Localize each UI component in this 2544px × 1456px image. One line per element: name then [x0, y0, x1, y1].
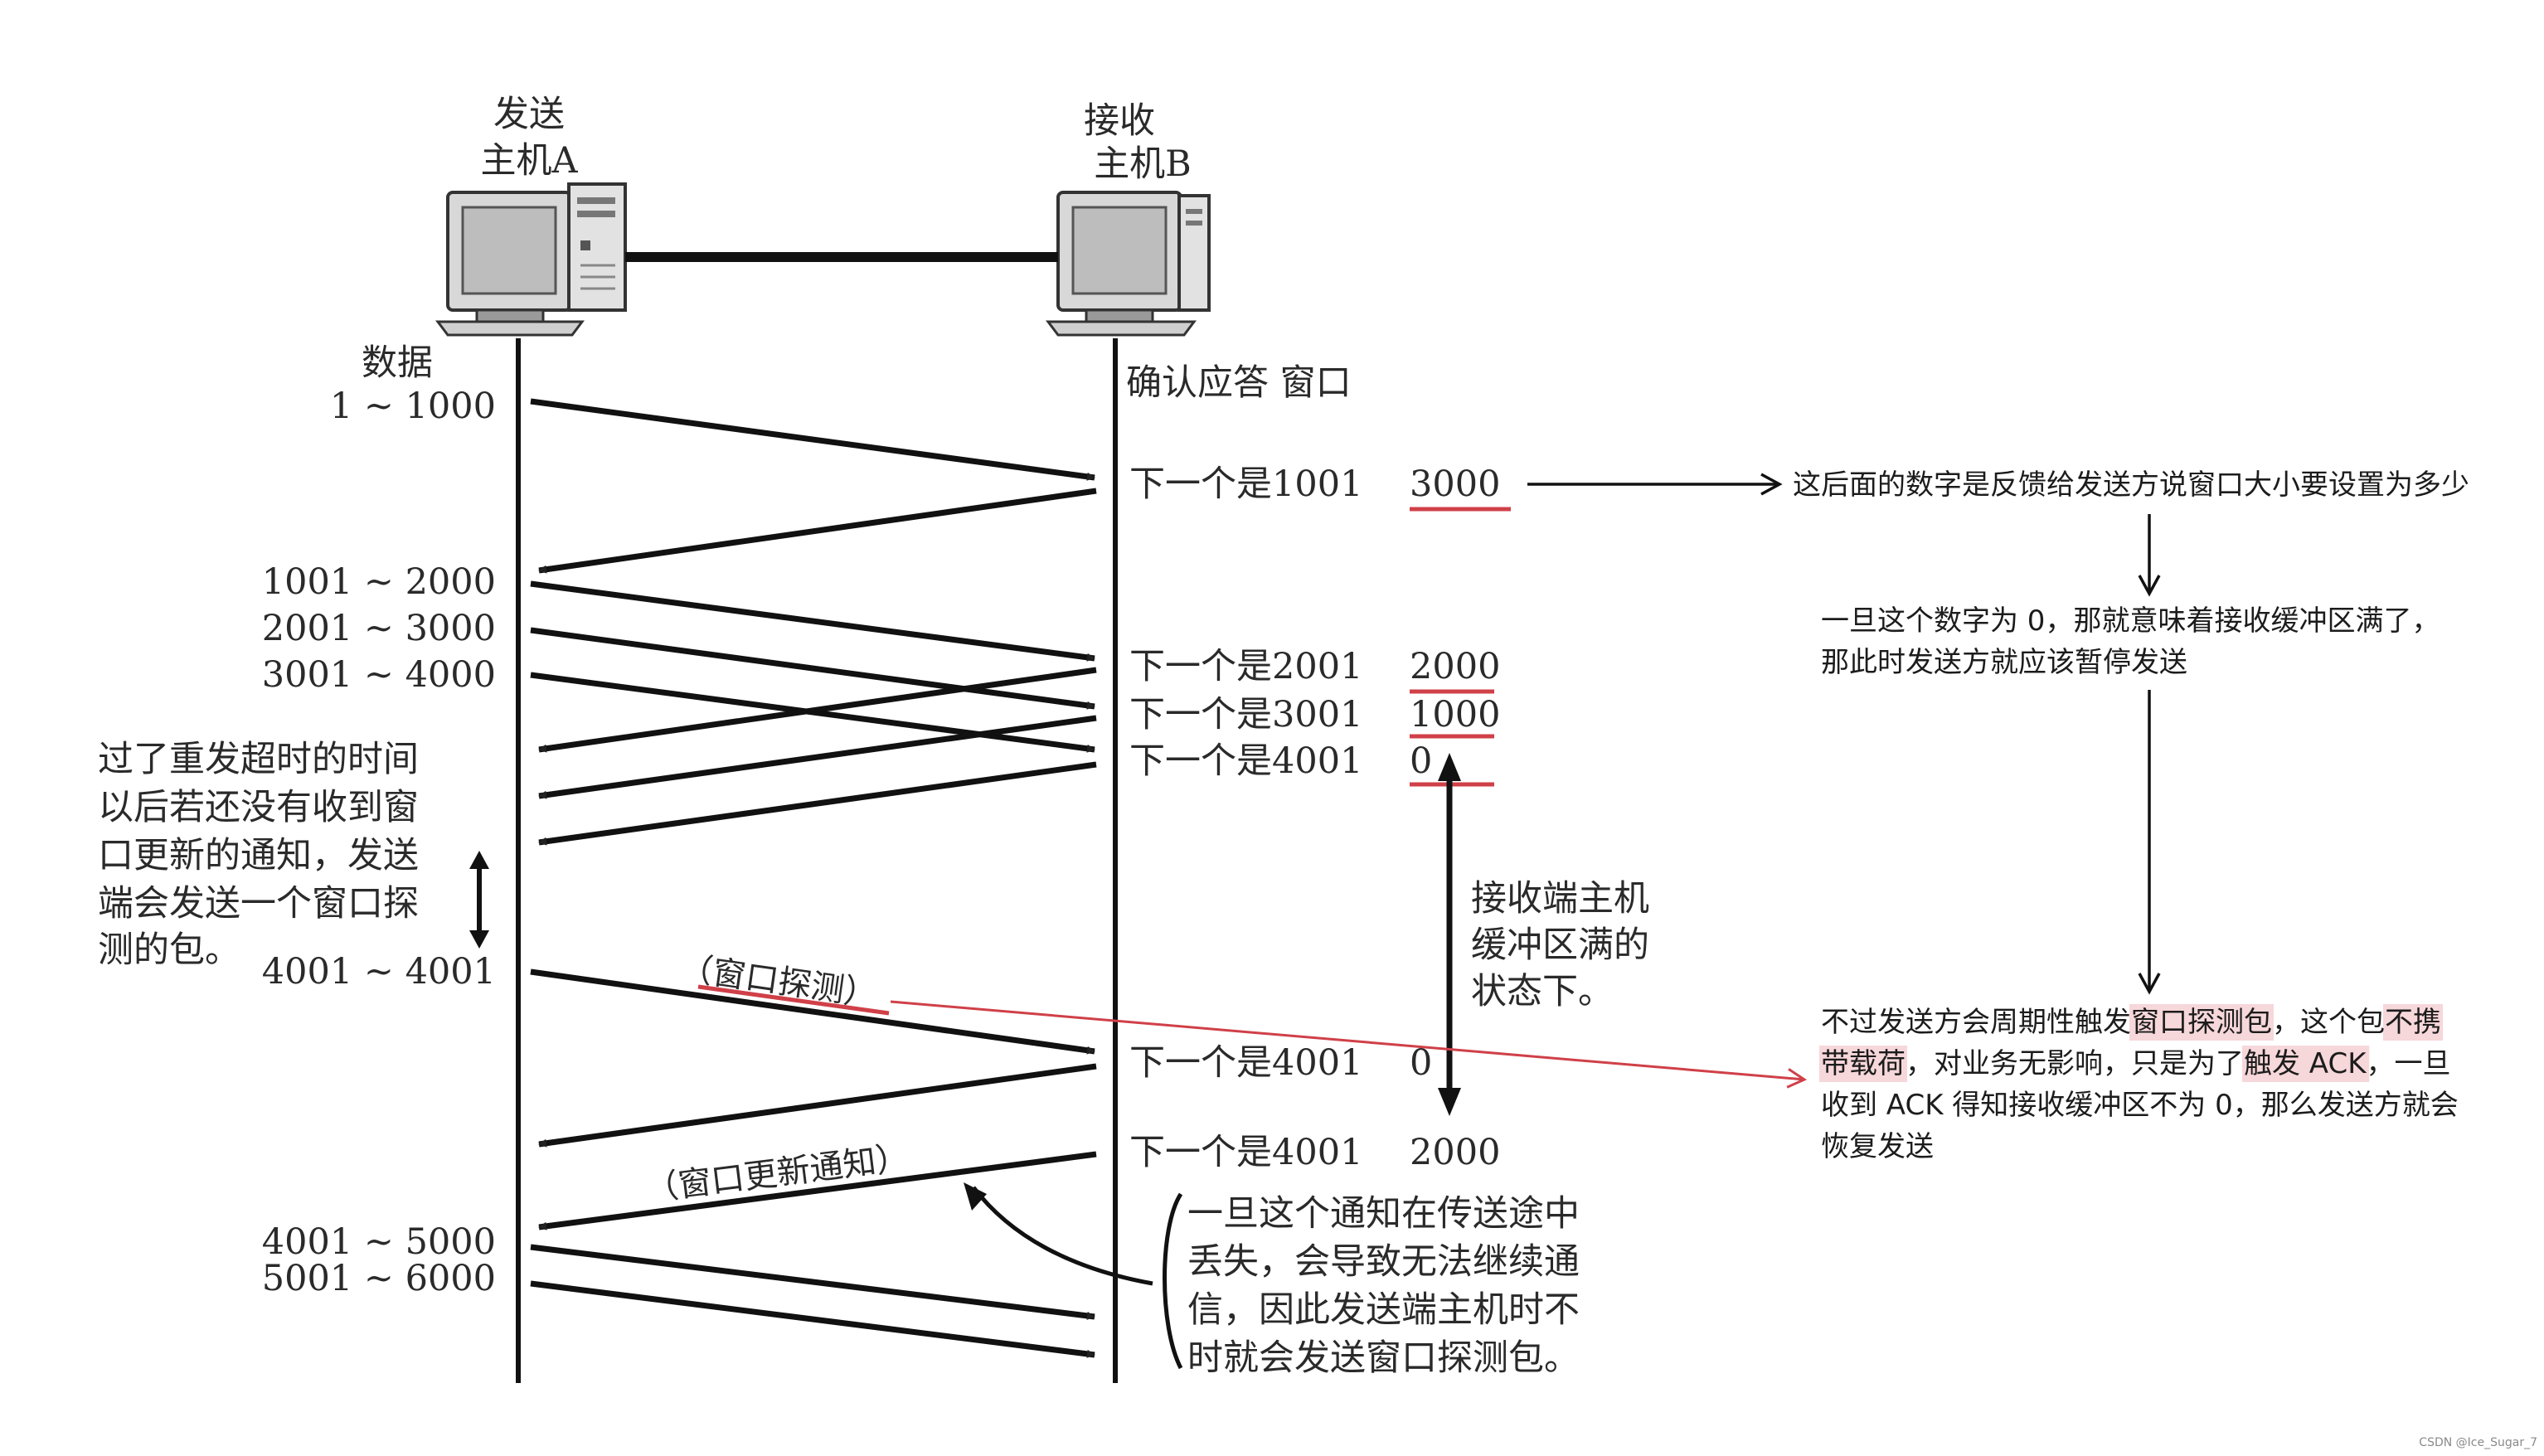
ack-window-value: 0: [1410, 740, 1432, 782]
annotation-probe-explanation-line: 恢复发送: [1821, 1130, 1934, 1163]
window-probe-underline: [697, 984, 890, 1016]
annotation-text-run: ，这个包: [2272, 1006, 2385, 1039]
data-label: 1 ~ 1000: [330, 386, 496, 427]
segment-arrow: [530, 398, 1095, 481]
annotation-text-run: ，一旦: [2367, 1047, 2451, 1080]
receiver-host-label-line2: 主机B: [1094, 143, 1192, 185]
timeout-note-line: 过了重发超时的时间: [98, 739, 419, 780]
annotation-text-run: 恢复发送: [1821, 1130, 1934, 1163]
annotation-window-meaning: 这后面的数字是反馈给发送方说窗口大小要设置为多少: [1793, 468, 2469, 502]
annotation-zero-window-line: 一旦这个数字为 0，那就意味着接收缓冲区满了，: [1821, 604, 2440, 638]
annotation-probe-link-arrow: [890, 1000, 1808, 1089]
annotation-text-run: ，对业务无影响，只是为了: [1906, 1047, 2244, 1080]
data-label: 5001 ~ 6000: [262, 1258, 496, 1299]
ack-arrow: [538, 667, 1097, 753]
ack-column-header: 确认应答 窗口: [1126, 362, 1352, 404]
annotation-text-run: 收到 ACK 得知接收缓冲区不为 0，那么发送方就会: [1821, 1089, 2459, 1122]
buffer-full-note: 接收端主机 缓冲区满的 状态下。: [1471, 878, 1649, 1012]
lost-note-bracket: [1163, 1192, 1183, 1370]
highlighted-phrase: 触发 ACK: [2244, 1047, 2367, 1080]
ack-window-value: 3000: [1410, 463, 1500, 505]
data-label: 1001 ~ 2000: [262, 561, 496, 603]
annotation-probe-explanation-line: 不过发送方会周期性触发窗口探测包，这个包不携: [1821, 1006, 2441, 1039]
ack-label: 下一个是2001: [1129, 646, 1362, 687]
ack-labels: 下一个是1001 3000 下一个是2001 2000 下一个是3001 100…: [1129, 463, 1500, 1173]
ack-arrow: [538, 761, 1097, 846]
segment-arrow: [530, 580, 1095, 662]
footer-watermark: CSDN @Ice_Sugar_7: [2419, 1436, 2537, 1449]
receiver-host-label-line1: 接收: [1084, 100, 1155, 142]
window-update-arrow: [538, 1151, 1097, 1230]
data-column-header: 数据: [362, 342, 433, 384]
buffer-full-note-line: 状态下。: [1471, 971, 1614, 1012]
timeout-note: 过了重发超时的时间 以后若还没有收到窗 口更新的通知，发送 端会发送一个窗口探 …: [98, 739, 419, 971]
ack-label: 下一个是4001: [1129, 1042, 1362, 1084]
lost-note-pointer-head: [964, 1182, 987, 1211]
segment-arrow: [530, 1280, 1095, 1358]
timeout-note-line: 测的包。: [98, 929, 240, 971]
ack-label: 下一个是1001: [1129, 463, 1362, 505]
segment-arrow: [530, 627, 1095, 710]
data-label: 2001 ~ 3000: [262, 608, 496, 649]
data-label: 3001 ~ 4000: [262, 654, 496, 696]
probe-arrow: [530, 968, 1095, 1055]
timeout-interval-arrow: [469, 851, 489, 949]
segment-arrow: [530, 1244, 1095, 1320]
ack-window-value: 2000: [1410, 1132, 1500, 1173]
lost-note-line: 丢失，会导致无法继续通: [1187, 1241, 1580, 1283]
annotation-zero-window-line: 那此时发送方就应该暂停发送: [1821, 646, 2187, 679]
sender-host-label-line1: 发送: [493, 94, 565, 135]
timeout-note-line: 口更新的通知，发送: [98, 835, 419, 876]
highlight-background: [2383, 1004, 2443, 1041]
highlighted-phrase: 不携: [2385, 1006, 2441, 1039]
ack-label: 下一个是4001: [1129, 1132, 1362, 1173]
ack-label: 下一个是3001: [1129, 694, 1362, 735]
annotation-probe-explanation-line: 带载荷，对业务无影响，只是为了触发 ACK，一旦: [1821, 1047, 2451, 1080]
ack-arrow: [538, 715, 1097, 799]
data-labels: 1 ~ 1000 1001 ~ 2000 2001 ~ 3000 3001 ~ …: [262, 386, 496, 1299]
lost-note-line: 时就会发送窗口探测包。: [1187, 1337, 1580, 1379]
lost-note-line: 信，因此发送端主机时不: [1187, 1289, 1580, 1331]
host-b-computer-icon: [1046, 191, 1211, 337]
transfer-arrows: [530, 398, 1097, 1358]
ack-arrow: [538, 1063, 1097, 1148]
ack-arrow: [538, 488, 1097, 574]
highlight-background: [1819, 1046, 1907, 1082]
lost-notification-note: 一旦这个通知在传送途中 丢失，会导致无法继续通 信，因此发送端主机时不 时就会发…: [1187, 1193, 1580, 1379]
buffer-full-interval-arrow: [1438, 753, 1461, 1116]
ack-window-value: 2000: [1410, 646, 1500, 687]
timeout-note-line: 以后若还没有收到窗: [98, 787, 419, 828]
ack-label: 下一个是4001: [1129, 740, 1362, 782]
ack-window-value: 1000: [1410, 694, 1500, 735]
highlighted-phrase: 带载荷: [1821, 1047, 1906, 1080]
buffer-full-note-line: 接收端主机: [1471, 878, 1649, 920]
ack-window-value: 0: [1410, 1042, 1432, 1084]
highlighted-phrase: 窗口探测包: [2131, 1006, 2272, 1039]
host-a-computer-icon: [435, 182, 627, 337]
data-label: 4001 ~ 5000: [262, 1221, 496, 1263]
highlight-background: [2129, 1004, 2274, 1041]
sender-host-label-line2: 主机A: [480, 140, 578, 182]
annotation-text-run: 不过发送方会周期性触发: [1821, 1006, 2131, 1039]
buffer-full-note-line: 缓冲区满的: [1471, 925, 1649, 966]
timeout-note-line: 端会发送一个窗口探: [98, 883, 419, 925]
lost-note-line: 一旦这个通知在传送途中: [1187, 1193, 1580, 1235]
annotation-probe-explanation-line: 收到 ACK 得知接收缓冲区不为 0，那么发送方就会: [1821, 1089, 2459, 1122]
data-label: 4001 ~ 4001: [262, 951, 496, 993]
lost-note-pointer-arrow: [972, 1186, 1153, 1286]
highlight-background: [2242, 1046, 2370, 1082]
annotation-probe-explanation: 不过发送方会周期性触发窗口探测包，这个包不携带载荷，对业务无影响，只是为了触发 …: [1819, 1004, 2459, 1163]
